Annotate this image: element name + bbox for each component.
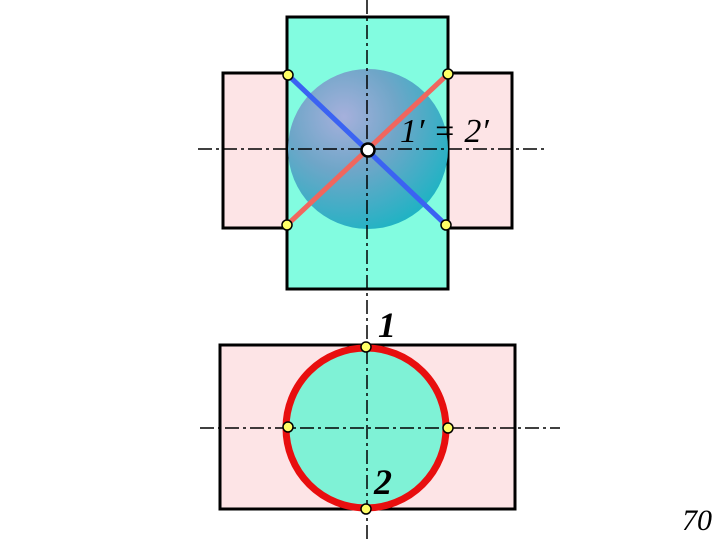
- front-point-bottom-left: [281, 219, 293, 231]
- top-point-right: [442, 422, 454, 434]
- slide-number: 70: [682, 504, 712, 537]
- front-point-label: 1′ = 2′: [400, 113, 489, 150]
- top-point-2-label: 2: [373, 462, 392, 502]
- top-points: [282, 341, 454, 515]
- front-center-point: [360, 142, 376, 158]
- top-point-1-label: 1: [378, 305, 396, 345]
- top-point-1: [360, 341, 372, 353]
- front-points: [281, 68, 454, 231]
- top-point-left: [282, 421, 294, 433]
- top-point-2: [360, 503, 372, 515]
- front-point-bottom-right: [440, 219, 452, 231]
- front-point-top-right: [442, 68, 454, 80]
- center-lines: [198, 0, 560, 540]
- front-point-top-left: [282, 69, 294, 81]
